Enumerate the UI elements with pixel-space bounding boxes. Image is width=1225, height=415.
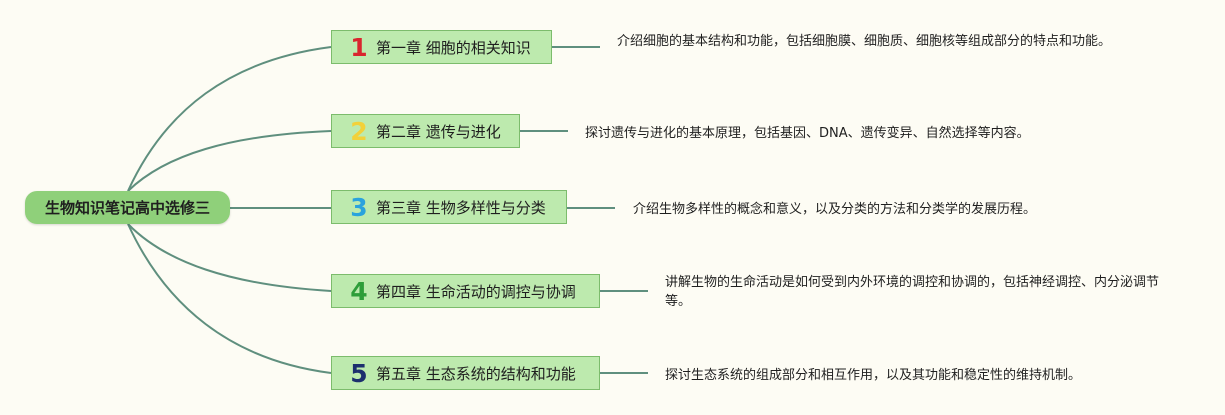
- chapter-1-description: 介绍细胞的基本结构和功能，包括细胞膜、细胞质、细胞核等组成部分的特点和功能。: [617, 34, 1112, 49]
- chapter-2-node[interactable]: 2 第二章 遗传与进化: [331, 114, 520, 148]
- chapter-3-description: 介绍生物多样性的概念和意义，以及分类的方法和分类学的发展历程。: [633, 202, 1037, 217]
- chapter-1-node[interactable]: 1 第一章 细胞的相关知识: [331, 30, 552, 64]
- root-to-chapter-4-link: [127, 223, 332, 292]
- chapter-4-number-icon: 4: [350, 276, 368, 306]
- chapter-5-number-icon: 5: [350, 358, 368, 388]
- chapter-4-title: 第四章 生命活动的调控与协调: [376, 282, 576, 301]
- chapter-3-title: 第三章 生物多样性与分类: [376, 198, 546, 217]
- root-topic-label: 生物知识笔记高中选修三: [44, 199, 210, 217]
- chapter-2-title: 第二章 遗传与进化: [376, 122, 501, 141]
- chapter-4-description: 讲解生物的生命活动是如何受到内外环境的调控和协调的，包括神经调控、内分泌调节等。: [665, 275, 1160, 309]
- chapter-1-number-icon: 1: [350, 32, 368, 62]
- chapter-3-node[interactable]: 3 第三章 生物多样性与分类: [331, 190, 567, 224]
- root-to-chapter-2-link: [127, 130, 332, 192]
- root-topic[interactable]: 生物知识笔记高中选修三: [25, 191, 230, 224]
- chapter-2-description: 探讨遗传与进化的基本原理，包括基因、DNA、遗传变异、自然选择等内容。: [585, 126, 1030, 141]
- chapter-5-description: 探讨生态系统的组成部分和相互作用，以及其功能和稳定性的维持机制。: [665, 368, 1082, 383]
- chapter-5-node[interactable]: 5 第五章 生态系统的结构和功能: [331, 356, 600, 390]
- chapter-3-number-icon: 3: [350, 192, 368, 222]
- chapter-4-node[interactable]: 4 第四章 生命活动的调控与协调: [331, 274, 600, 308]
- root-to-chapter-1-link: [127, 46, 332, 192]
- root-to-chapter-5-link: [127, 223, 332, 374]
- chapter-5-title: 第五章 生态系统的结构和功能: [376, 364, 576, 383]
- chapter-2-number-icon: 2: [350, 116, 368, 146]
- chapter-1-title: 第一章 细胞的相关知识: [376, 38, 531, 57]
